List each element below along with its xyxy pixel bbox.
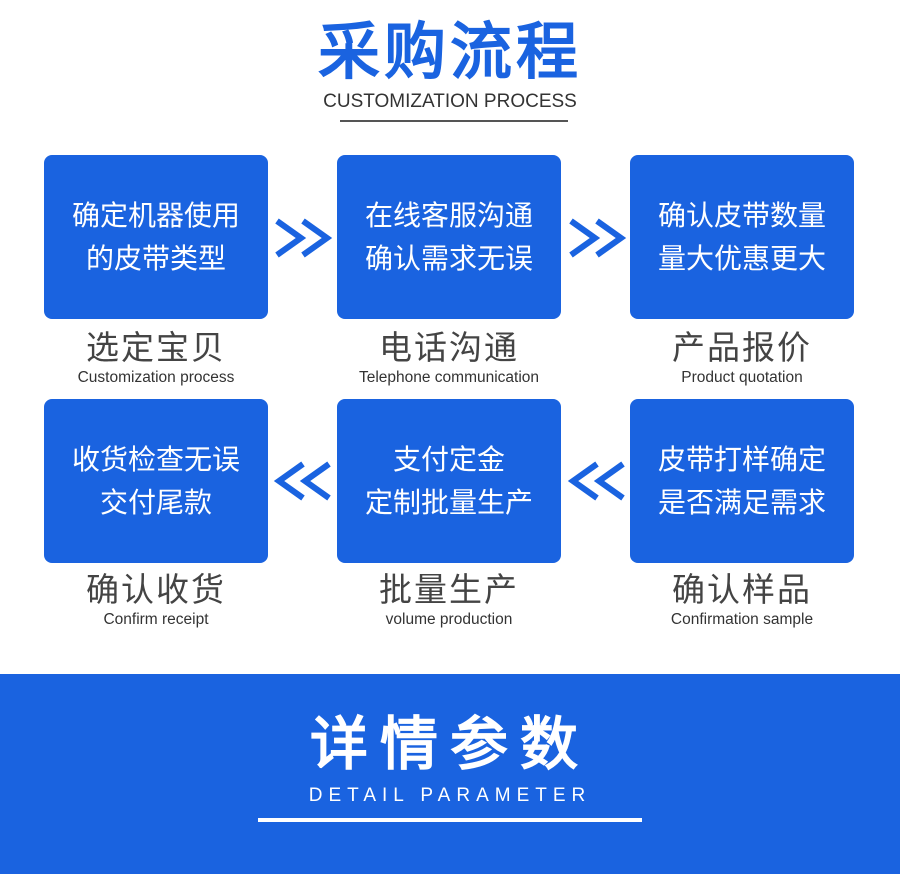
step-label: 电话沟通 (379, 328, 519, 367)
step-box-product-quotation: 确认皮带数量 量大优惠更大 (630, 155, 854, 319)
double-chevron-right-icon (275, 218, 333, 258)
double-chevron-right-icon (569, 218, 627, 258)
step-sub-label: volume production (385, 611, 513, 628)
step-sub-label: Confirm receipt (103, 611, 209, 628)
banner-subtitle: DETAIL PARAMETER (308, 785, 592, 806)
step-box-text: 皮带打样确定 是否满足需求 (657, 443, 826, 519)
step-box-confirm-receipt: 收货检查无误 交付尾款 (44, 399, 268, 563)
step-label: 批量生产 (379, 570, 519, 609)
step-box-confirm-sample: 皮带打样确定 是否满足需求 (630, 399, 854, 563)
page-subtitle: CUSTOMIZATION PROCESS (323, 91, 577, 112)
banner-underline (258, 818, 642, 822)
detail-banner: 详情参数 DETAIL PARAMETER (0, 674, 900, 874)
step-box-text: 支付定金 定制批量生产 (364, 443, 533, 519)
subtitle-underline (340, 120, 568, 122)
double-chevron-left-icon (273, 461, 331, 501)
page-title: 采购流程 (317, 15, 582, 88)
step-box-phone-communication: 在线客服沟通 确认需求无误 (337, 155, 561, 319)
step-sub-label: Telephone communication (358, 369, 540, 386)
step-box-text: 确定机器使用 的皮带类型 (71, 199, 240, 275)
step-label: 选定宝贝 (86, 328, 226, 367)
banner-title: 详情参数 (309, 710, 590, 778)
double-chevron-left-icon (567, 461, 625, 501)
step-box-text: 在线客服沟通 确认需求无误 (364, 199, 533, 275)
step-box-text: 收货检查无误 交付尾款 (71, 443, 240, 519)
step-sub-label: Customization process (77, 369, 235, 386)
step-label: 确认收货 (86, 570, 226, 609)
step-sub-label: Product quotation (681, 369, 803, 386)
step-box-select-product: 确定机器使用 的皮带类型 (44, 155, 268, 319)
step-sub-label: Confirmation sample (670, 611, 814, 628)
step-label: 确认样品 (672, 570, 812, 609)
step-box-volume-production: 支付定金 定制批量生产 (337, 399, 561, 563)
step-label: 产品报价 (672, 328, 812, 367)
step-box-text: 确认皮带数量 量大优惠更大 (657, 199, 826, 275)
